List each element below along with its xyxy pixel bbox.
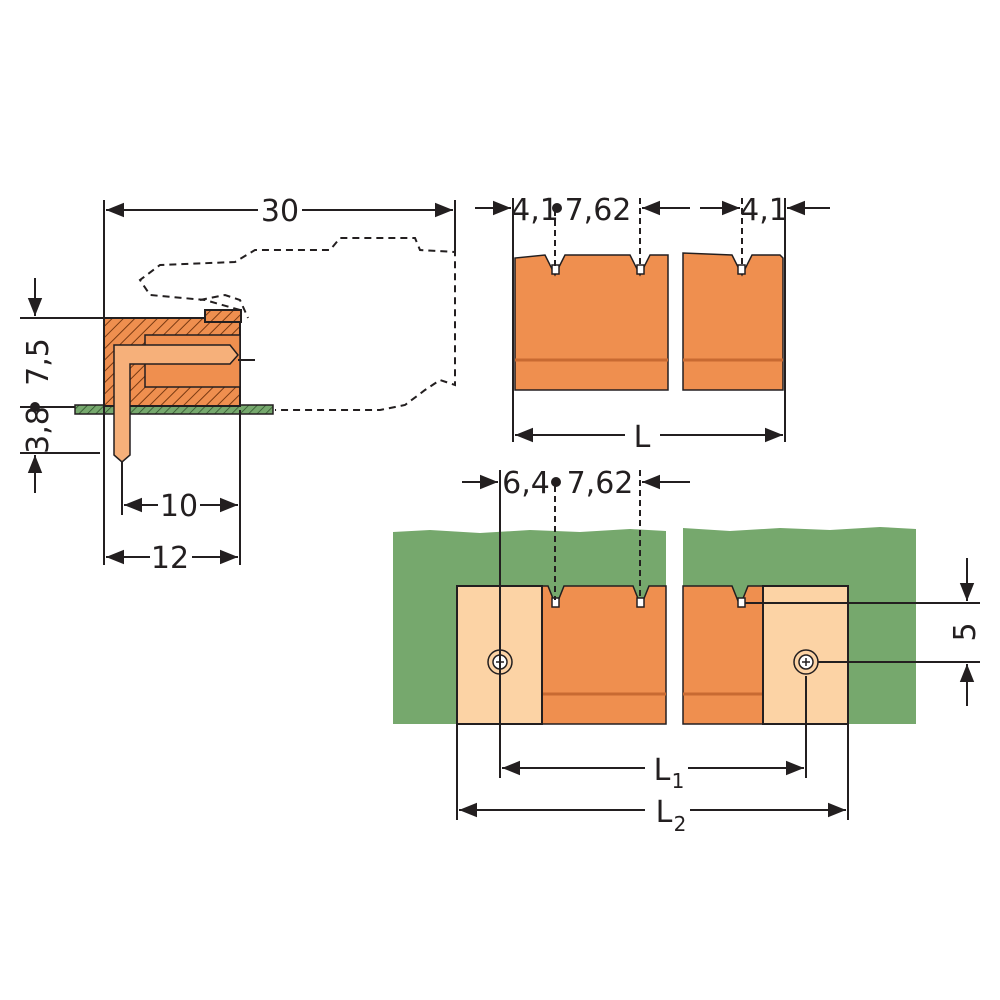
screw-icon <box>793 649 819 675</box>
flange-dim-7-62-label: 7,62 <box>567 466 634 501</box>
dim-10-label: 10 <box>160 489 198 524</box>
dim-l2-label: L <box>656 795 673 830</box>
flange-slot-3 <box>737 597 746 608</box>
dim-6-4-label: 6,4 <box>502 466 550 501</box>
flange-housing-left <box>539 585 667 725</box>
front-dim-dot <box>552 203 562 213</box>
front-slot-1 <box>551 264 560 275</box>
mating-plug-latch <box>199 293 249 319</box>
front-slot-2 <box>636 264 645 275</box>
dim-l2-subscript: 2 <box>674 812 687 836</box>
dim-7-62-label: 7,62 <box>565 193 632 228</box>
dim-l1-label: L <box>654 753 671 788</box>
front-slot-3 <box>737 264 746 275</box>
dim-12-label: 12 <box>151 541 189 576</box>
dim-30-label: 30 <box>261 194 299 229</box>
flange-dim-dot <box>551 477 561 487</box>
angled-pin <box>113 344 239 463</box>
flange-slot-2 <box>636 597 645 608</box>
side-view: 30 7,5 3,8 10 12 <box>20 194 456 576</box>
flange-view: 6,4 7,62 5 L 1 L 2 <box>393 466 983 836</box>
dim-5-label: 5 <box>948 622 983 641</box>
dim-4-1-right-label: 4,1 <box>740 193 788 228</box>
dim-7-5-label: 7,5 <box>21 338 56 386</box>
housing-latch <box>204 309 242 323</box>
dim-origin-dot <box>30 402 40 412</box>
housing-front-left <box>514 254 669 391</box>
mating-plug-outline <box>138 237 456 411</box>
front-view: 4,1 7,62 4,1 L <box>475 193 830 455</box>
dim-l-label: L <box>634 420 651 455</box>
dim-4-1-left-label: 4,1 <box>511 193 559 228</box>
dim-l1-subscript: 1 <box>672 769 685 793</box>
flange-housing-right <box>682 585 766 725</box>
dim-3-8-label: 3,8 <box>21 406 56 454</box>
housing-front-right <box>682 252 784 391</box>
